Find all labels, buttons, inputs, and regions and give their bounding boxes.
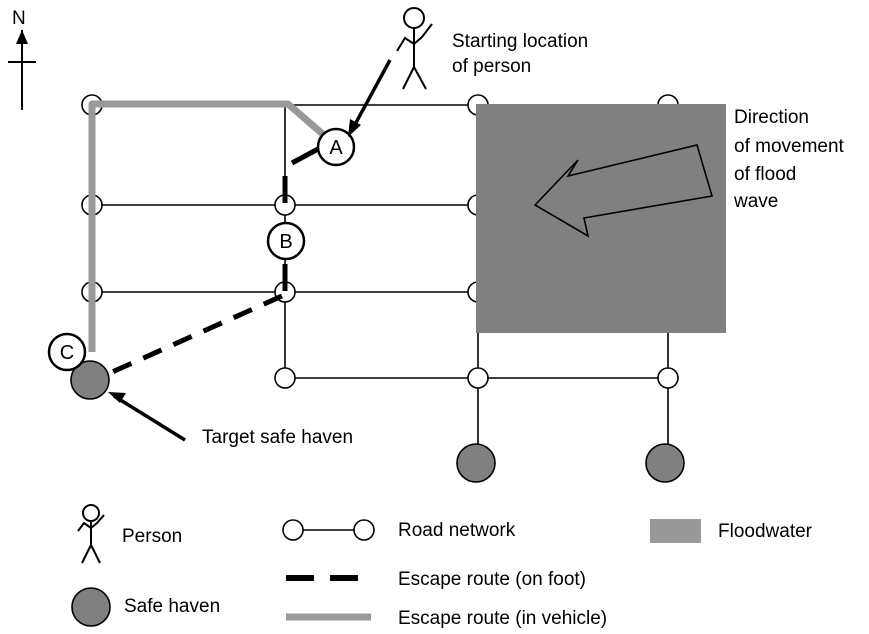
legend-person-label: Person: [122, 526, 182, 547]
safe-havens: [70, 360, 685, 483]
legend-foot-route-label: Escape route (on foot): [398, 569, 586, 590]
vehicle-escape-route: [88, 100, 328, 352]
compass: N: [8, 8, 36, 110]
legend-floodwater-label: Floodwater: [718, 521, 813, 542]
direction-label-line-3: of flood: [734, 164, 796, 185]
compass-north-label: N: [12, 8, 26, 29]
flood-direction-arrow: [533, 144, 714, 238]
start-pointer-line: [350, 59, 392, 131]
point-c-label: C: [60, 342, 74, 364]
legend-road-node: [353, 519, 375, 541]
safe-haven: [456, 443, 496, 483]
legend-person-icon: [77, 504, 105, 564]
point-a-circle: [316, 127, 356, 167]
start-label-line-1: Starting location: [452, 31, 588, 52]
target-label: Target safe haven: [202, 427, 353, 448]
target-pointer-head: [108, 392, 126, 403]
legend-safe-haven-label: Safe haven: [124, 596, 220, 617]
direction-label-line-1: Direction: [734, 107, 809, 128]
compass-arrow-head: [16, 30, 28, 44]
direction-label-line-4: wave: [733, 191, 778, 212]
point-b-circle: [266, 221, 306, 261]
point-a-label: A: [329, 137, 343, 159]
legend-road-label: Road network: [398, 520, 516, 541]
legend-vehicle-route-label: Escape route (in vehicle): [398, 608, 607, 629]
legend-safe-haven-icon: [71, 587, 111, 627]
foot-route-segment: [290, 146, 320, 166]
point-c: C: [47, 332, 87, 372]
road-node: [274, 367, 296, 389]
start-label-line-2: of person: [452, 56, 531, 77]
target-safe-haven: [70, 360, 110, 400]
legend: Person Safe haven Road network Escape ro…: [71, 504, 813, 629]
person-icon: [396, 7, 433, 90]
point-a: A: [316, 127, 356, 167]
point-b: B: [266, 221, 306, 261]
legend-road-node: [282, 519, 304, 541]
safe-haven: [645, 443, 685, 483]
point-c-circle: [47, 332, 87, 372]
start-pointer-head: [348, 119, 361, 137]
legend-floodwater-swatch: [650, 519, 701, 543]
road-node: [467, 367, 489, 389]
floodwater-area: [476, 104, 726, 333]
target-pointer-line: [113, 394, 186, 442]
road-node: [657, 367, 679, 389]
point-b-label: B: [279, 231, 292, 253]
foot-escape-route: [108, 146, 320, 376]
direction-label-line-2: of movement: [734, 136, 845, 157]
foot-route-segment: [108, 293, 284, 376]
